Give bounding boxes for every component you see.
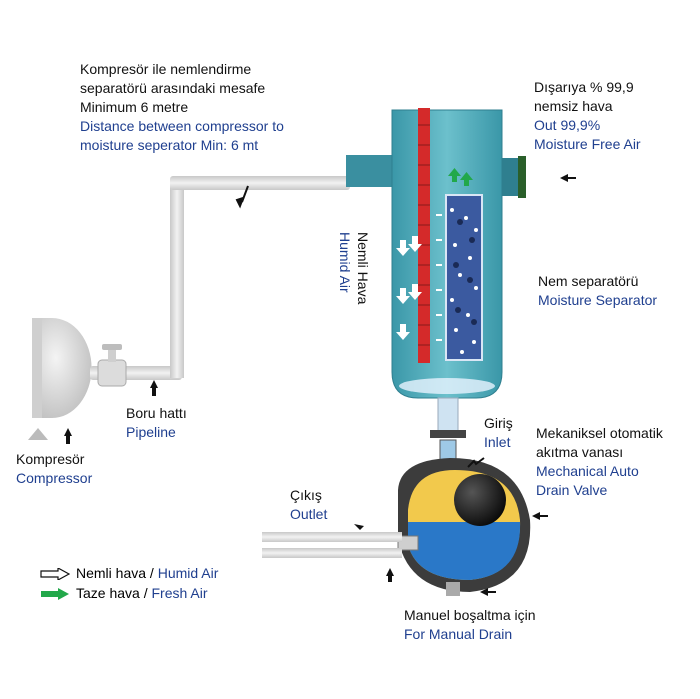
outlet-label: Çıkış Outlet [290,486,327,524]
humid-air-label: Nemli Hava Humid Air [336,232,372,304]
distance-tr-line-2: separatörü arasındaki mesafe [80,80,266,96]
moisture-separator [346,108,526,438]
fresh-air-arrows [448,168,473,186]
drain-valve-tr-line-1: Mekaniksel otomatik [536,425,663,441]
humid-air-arrows [396,236,422,340]
compressor-label: Kompresör Compressor [16,450,92,488]
out-air-en-line-1: Out 99,9% [534,117,601,133]
drain-valve-label: Mekaniksel otomatik akıtma vanası Mechan… [536,424,663,500]
separator-tr: Nem separatörü [538,273,639,289]
manual-drain-en: For Manual Drain [404,626,513,642]
distance-label: Kompresör ile nemlendirme separatörü ara… [80,60,284,155]
legend-fresh-sep: / [139,585,152,601]
separator-en: Moisture Separator [538,292,658,308]
distance-tr-line-3: Minimum 6 metre [80,99,189,115]
green-arrow-icon [41,588,69,601]
humid-air-en: Humid Air [337,232,353,293]
manual-drain-label: Manuel boşaltma için For Manual Drain [404,606,536,644]
drain-valve-en-line-1: Mechanical Auto [536,463,639,479]
compressor-tank [28,317,92,440]
pipeline-en: Pipeline [126,424,176,440]
legend-fresh-en: Fresh Air [151,585,208,601]
drain-valve [397,439,531,596]
pointer-arrows [64,174,576,596]
pipeline-label: Boru hattı Pipeline [126,404,187,442]
outlet-en: Outlet [290,506,328,522]
drain-valve-en-line-2: Drain Valve [536,482,608,498]
out-air-tr-line-2: nemsiz hava [534,98,613,114]
distance-en-line-2: moisture seperator Min: 6 mt [80,137,259,153]
pipeline-tr: Boru hattı [126,405,187,421]
manual-drain-tr: Manuel boşaltma için [404,607,536,623]
compressor-tr: Kompresör [16,451,85,467]
outlet-tr: Çıkış [290,487,322,503]
humid-air-tr: Nemli Hava [355,232,371,305]
distance-en-line-1: Distance between compressor to [80,118,284,134]
inlet-label: Giriş Inlet [484,414,513,452]
drain-valve-tr-line-2: akıtma vanası [536,444,624,460]
out-air-tr-line-1: Dışarıya % 99,9 [534,79,634,95]
hollow-arrow-icon [40,567,71,582]
legend-humid-tr: Nemli hava [76,565,147,581]
outlet-pipe [262,532,402,558]
legend-fresh-tr: Taze hava [76,585,140,601]
legend-humid-sep: / [146,565,158,581]
distance-tr-line-1: Kompresör ile nemlendirme [80,61,252,77]
compressor-en: Compressor [16,470,93,486]
legend-humid-en: Humid Air [157,565,219,581]
out-air-en-line-2: Moisture Free Air [534,136,641,152]
out-air-label: Dışarıya % 99,9 nemsiz hava Out 99,9% Mo… [534,78,641,154]
pipeline [90,176,350,387]
separator-label: Nem separatörü Moisture Separator [538,272,657,310]
legend-item-fresh: Taze hava / Fresh Air [40,584,208,603]
inlet-tr: Giriş [484,415,513,431]
legend-item-humid: Nemli hava / Humid Air [40,564,218,583]
inlet-en: Inlet [484,434,511,450]
